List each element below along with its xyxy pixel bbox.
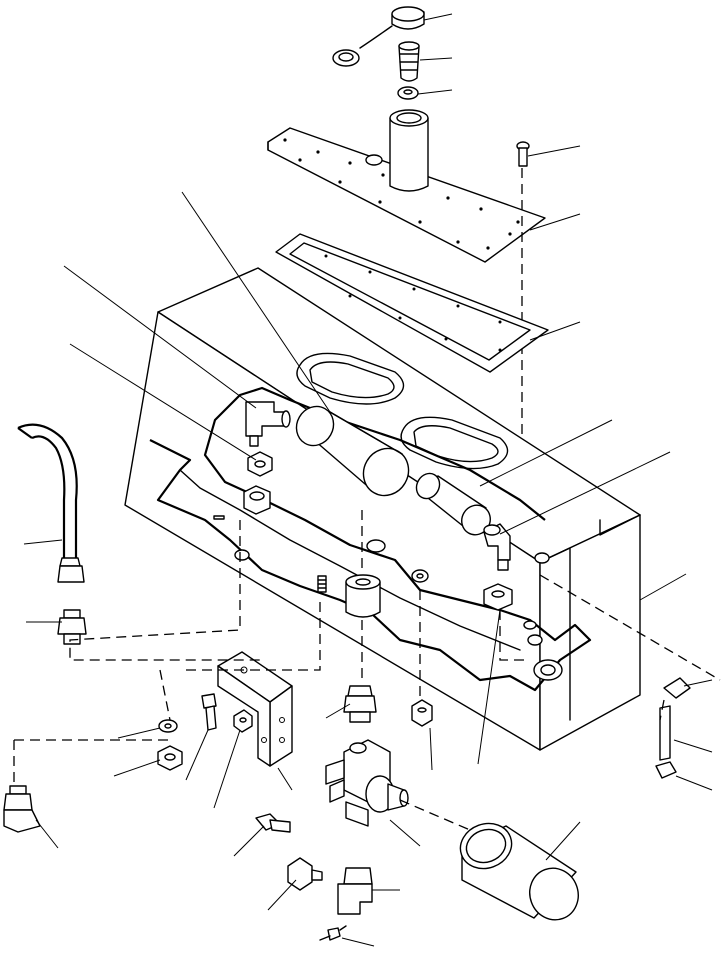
filter-screen <box>398 41 420 82</box>
elbow-fitting <box>337 867 373 915</box>
hose <box>17 423 85 583</box>
filter-head <box>325 739 409 827</box>
washer <box>397 86 419 100</box>
nut <box>233 709 253 733</box>
adapter-fitting <box>343 685 377 723</box>
nut <box>157 745 183 771</box>
drain-valve <box>319 925 347 941</box>
filler-neck <box>389 109 429 192</box>
adapter-fitting <box>3 785 41 833</box>
washer <box>158 719 178 733</box>
filter-element-left <box>295 405 410 497</box>
nut <box>243 485 271 515</box>
washer <box>317 575 327 593</box>
filter-element-right <box>415 472 491 536</box>
nut <box>247 451 273 477</box>
washer <box>411 569 429 583</box>
bolt <box>201 693 217 731</box>
drain-valve <box>287 857 323 891</box>
adapter-fitting <box>57 609 87 645</box>
breather-cap <box>332 6 425 67</box>
nut <box>411 699 433 727</box>
mounting-bracket <box>217 651 293 767</box>
elbow-fitting <box>245 401 291 447</box>
elbow-fitting <box>483 523 511 571</box>
spin-on-filter <box>459 822 579 921</box>
nut <box>345 574 381 618</box>
drain-valve <box>255 813 291 833</box>
leader-lines <box>23 13 713 947</box>
sight-gauge-tube <box>655 677 691 779</box>
hydraulic-tank <box>124 267 641 751</box>
gasket <box>275 233 549 373</box>
assembly-lines <box>13 510 721 831</box>
nut <box>483 583 513 611</box>
bolt <box>516 141 530 440</box>
